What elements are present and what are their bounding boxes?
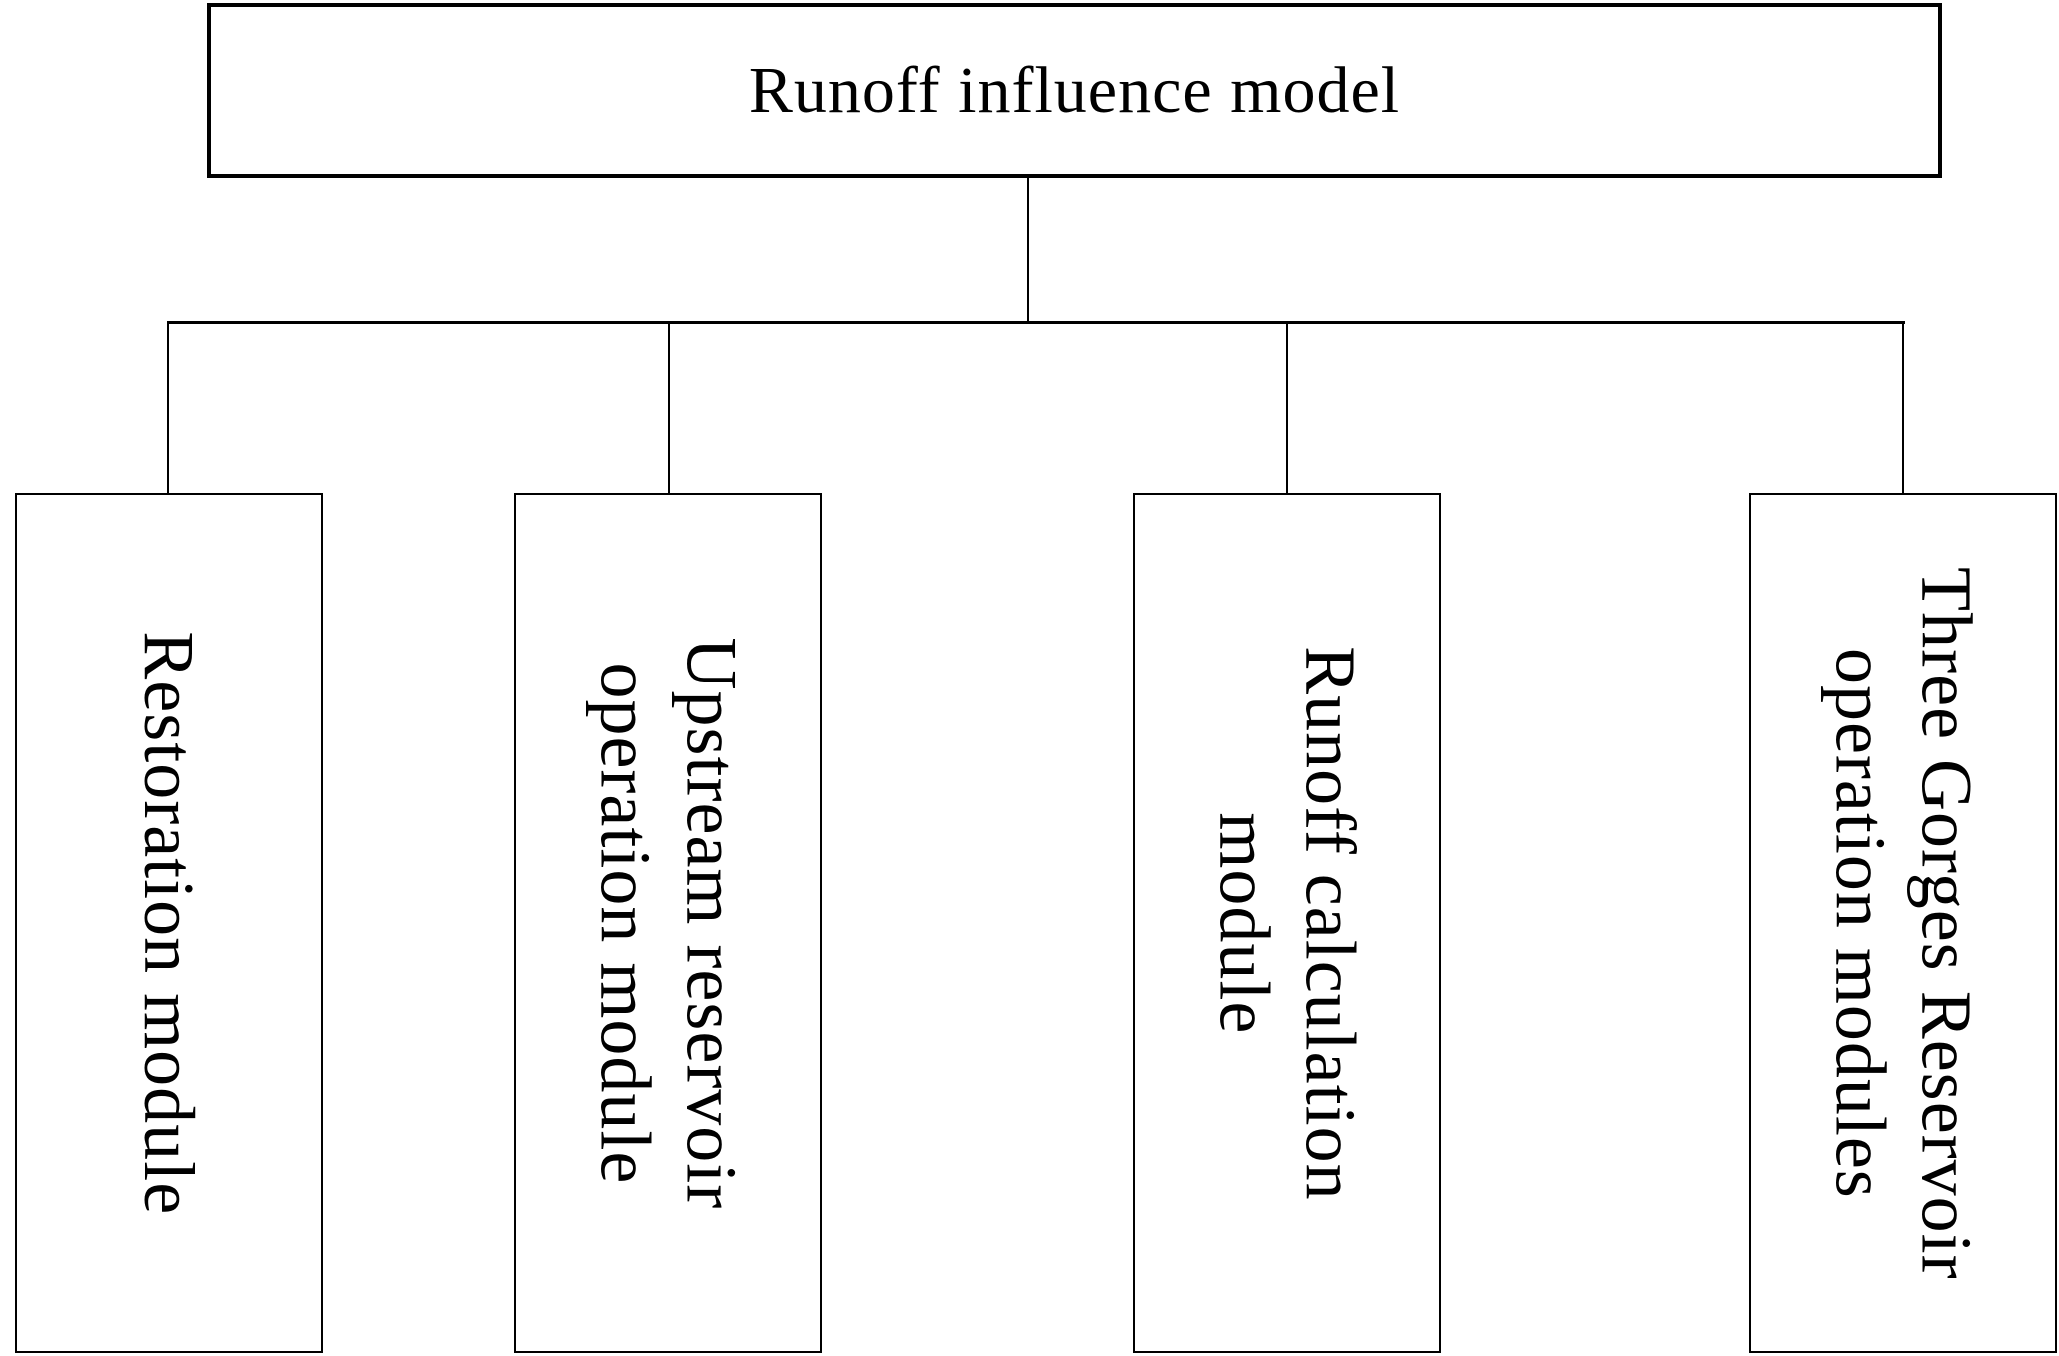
- root-node-runoff-influence-model: Runoff influence model: [207, 3, 1942, 178]
- child-node-runoff-calculation-module: Runoff calculation module: [1133, 493, 1441, 1353]
- child-node-label-runoff-calculation-module: Runoff calculation module: [1204, 645, 1371, 1201]
- connector-drop-runoff-calc: [1286, 322, 1288, 493]
- root-node-label: Runoff influence model: [748, 53, 1401, 127]
- connector-distribution-line: [167, 321, 1905, 324]
- child-node-label-upstream-reservoir-operation-module: Upstream reservoir operation module: [585, 637, 752, 1209]
- child-node-upstream-reservoir-operation-module: Upstream reservoir operation module: [514, 493, 822, 1353]
- connector-drop-three-gorges: [1902, 322, 1904, 493]
- child-node-restoration-module: Restoration module: [15, 493, 323, 1353]
- connector-drop-upstream: [668, 322, 670, 493]
- connector-drop-restoration: [167, 322, 169, 493]
- child-node-label-restoration-module: Restoration module: [129, 631, 210, 1215]
- child-node-three-gorges-reservoir-operation-modules: Three Gorges Reservoir operation modules: [1749, 493, 2057, 1353]
- child-node-label-three-gorges-reservoir-operation-modules: Three Gorges Reservoir operation modules: [1820, 566, 1987, 1280]
- connector-root-riser: [1027, 178, 1029, 322]
